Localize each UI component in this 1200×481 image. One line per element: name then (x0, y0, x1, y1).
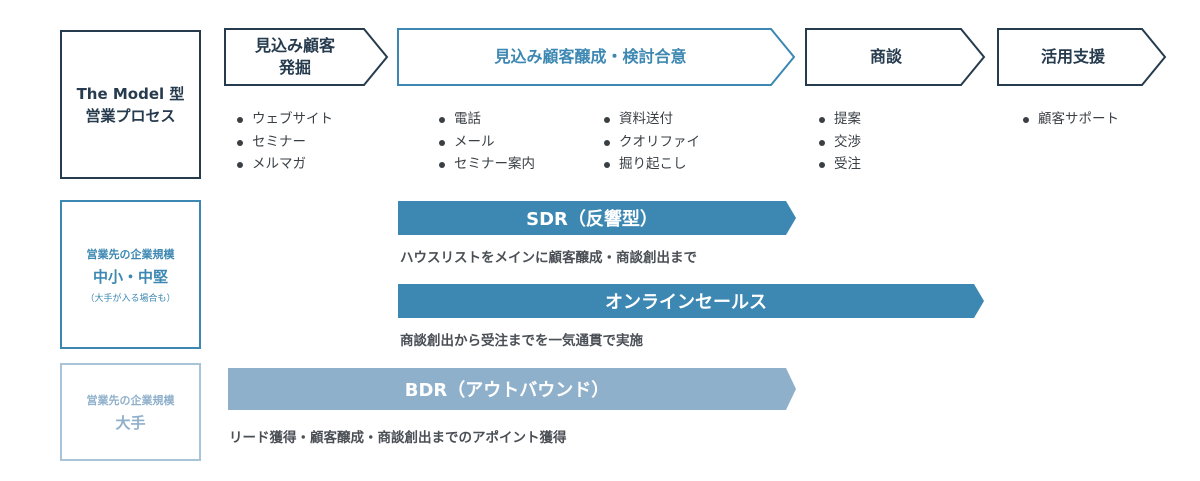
segment-smb-caption: 営業先の企業規模 (86, 247, 175, 261)
list-item: メール (437, 131, 535, 154)
activity-list-prospecting: ウェブサイト セミナー メルマガ (235, 108, 333, 176)
model-subtitle: 営業プロセス (85, 106, 176, 125)
list-item: 掘り起こし (602, 153, 700, 176)
list-item: セミナー案内 (437, 153, 535, 176)
model-title: The Model 型 (76, 84, 185, 103)
segment-smb-size: 中小・中堅 (92, 267, 168, 286)
band-arrow-bdr (228, 368, 796, 410)
list-item: 提案 (817, 108, 861, 131)
activity-list-nurturing-b: 資料送付 クオリファイ 掘り起こし (602, 108, 700, 176)
list-item: セミナー (235, 131, 333, 154)
stage-label-nurturing: 見込み顧客醸成・検討合意 (494, 47, 687, 66)
band-arrow-sdr (398, 201, 796, 235)
stage-label-success: 活用支援 (1040, 47, 1105, 66)
band-desc-online: 商談創出から受注までを一気通貫で実施 (400, 333, 643, 349)
list-item: 顧客サポート (1021, 108, 1119, 131)
stage-arrow-success (997, 28, 1167, 86)
activity-list-nurturing-a: 電話 メール セミナー案内 (437, 108, 535, 176)
activity-list-success: 顧客サポート (1021, 108, 1119, 131)
segment-enterprise-caption: 営業先の企業規模 (86, 393, 175, 407)
list-item: クオリファイ (602, 131, 700, 154)
segment-box-smb: 営業先の企業規模 中小・中堅 （大手が入る場合も） (60, 200, 201, 349)
segment-enterprise-size: 大手 (115, 413, 146, 432)
list-item: 資料送付 (602, 108, 700, 131)
stage-arrow-negotiation (805, 28, 986, 86)
segment-box-enterprise: 営業先の企業規模 大手 (60, 363, 201, 461)
stage-arrow-nurturing (397, 28, 796, 86)
list-item: 交渉 (817, 131, 861, 154)
band-label-online: オンラインセールス (605, 292, 767, 313)
stage-prospecting-line1: 見込み顧客 (254, 36, 335, 55)
stage-prospecting-line2: 発掘 (278, 58, 311, 77)
band-arrow-online (398, 284, 984, 318)
stage-label-prospecting: 見込み顧客 発掘 (225, 29, 365, 85)
list-item: 電話 (437, 108, 535, 131)
band-desc-bdr: リード獲得・顧客醸成・商談創出までのアポイント獲得 (229, 430, 567, 446)
list-item: 受注 (817, 153, 861, 176)
stage-arrow-prospecting (224, 28, 389, 86)
stage-label-negotiation: 商談 (869, 47, 902, 66)
model-label-box: The Model 型 営業プロセス (60, 30, 201, 179)
list-item: メルマガ (235, 153, 333, 176)
band-label-bdr: BDR（アウトバウンド） (404, 380, 610, 401)
activity-list-negotiation: 提案 交渉 受注 (817, 108, 861, 176)
band-desc-sdr: ハウスリストをメインに顧客醸成・商談創出まで (400, 250, 697, 266)
list-item: ウェブサイト (235, 108, 333, 131)
segment-smb-note: （大手が入る場合も） (85, 293, 176, 304)
band-label-sdr: SDR（反響型） (526, 209, 658, 230)
